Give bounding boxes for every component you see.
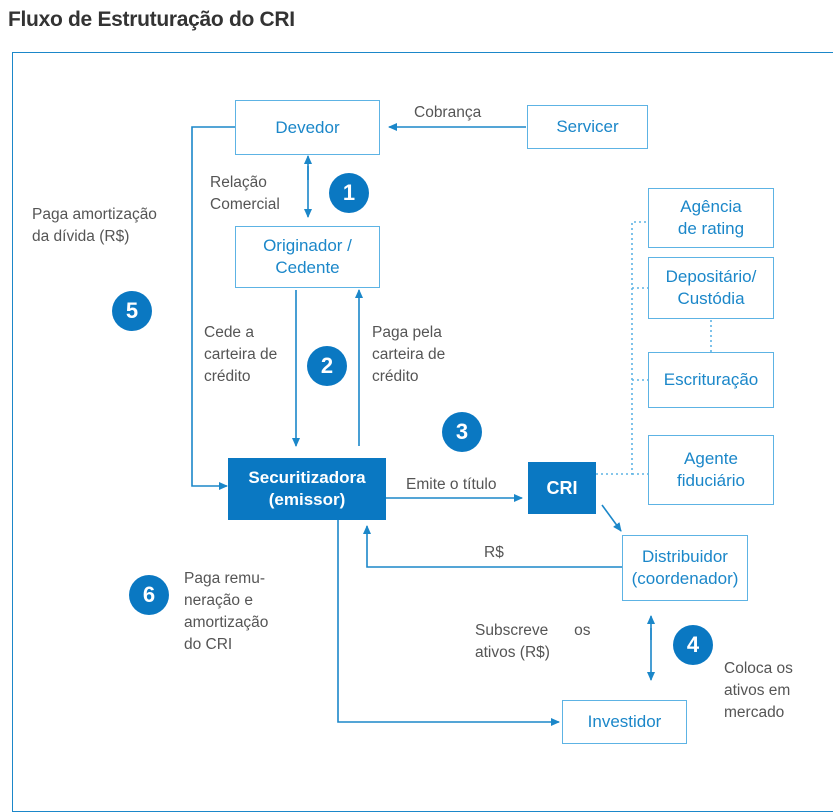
node-originador-label: Originador / Cedente xyxy=(263,236,352,277)
arrow-remuneracao-investidor xyxy=(337,520,560,726)
step-badge-1: 1 xyxy=(329,173,369,213)
diagram-title: Fluxo de Estruturação do CRI xyxy=(8,8,295,31)
node-depositario-label: Depositário/ Custódia xyxy=(665,267,757,308)
label-relacao-comercial: Relação Comercial xyxy=(210,174,280,213)
node-agencia-label: Agência de rating xyxy=(677,197,745,238)
label-rs: R$ xyxy=(484,544,504,561)
node-distribuidor: Distribuidor (coordenador) xyxy=(622,535,748,601)
node-distribuidor-label: Distribuidor (coordenador) xyxy=(631,547,739,588)
node-originador: Originador / Cedente xyxy=(235,226,380,288)
arrow-paga-amortizacao xyxy=(191,126,236,490)
node-securitizadora: Securitizadora (emissor) xyxy=(228,458,386,520)
label-cobranca: Cobrança xyxy=(414,104,482,121)
node-investidor: Investidor xyxy=(562,700,687,744)
step-badge-3: 3 xyxy=(442,412,482,452)
label-coloca-ativos: Coloca os ativos em mercado xyxy=(724,660,793,721)
arrow-rs-retorno xyxy=(363,525,622,568)
label-paga-remuneracao: Paga remu- neração e amortização do CRI xyxy=(184,570,269,653)
node-cri-label: CRI xyxy=(546,478,578,498)
node-devedor: Devedor xyxy=(235,100,380,155)
node-investidor-label: Investidor xyxy=(587,712,662,731)
step-badge-6: 6 xyxy=(129,575,169,615)
step-badge-4: 4 xyxy=(673,625,713,665)
dotted-service-bus xyxy=(596,221,648,475)
node-escrituracao: Escrituração xyxy=(648,352,774,408)
node-securitizadora-label: Securitizadora (emissor) xyxy=(248,468,366,509)
node-agente-fiduciario: Agente fiduciário xyxy=(648,435,774,505)
node-cri: CRI xyxy=(528,462,596,514)
node-agente-label: Agente fiduciário xyxy=(676,449,746,490)
node-depositario: Depositário/ Custódia xyxy=(648,257,774,319)
node-devedor-label: Devedor xyxy=(275,117,340,137)
label-emite-titulo: Emite o título xyxy=(406,476,497,493)
connector-lines xyxy=(191,123,712,726)
arrow-cri-distribuidor xyxy=(601,504,622,532)
node-servicer-label: Servicer xyxy=(556,117,619,136)
node-escrituracao-label: Escrituração xyxy=(663,370,759,389)
label-paga-amortizacao: Paga amortização da dívida (R$) xyxy=(32,206,157,245)
node-servicer: Servicer xyxy=(527,105,648,149)
step-badge-5: 5 xyxy=(112,291,152,331)
label-subscreve: Subscreve os ativos (R$) xyxy=(475,622,591,661)
step-badge-2: 2 xyxy=(307,346,347,386)
label-cede-carteira: Cede a carteira de crédito xyxy=(204,324,278,385)
node-agencia-rating: Agência de rating xyxy=(648,188,774,248)
label-paga-carteira: Paga pela carteira de crédito xyxy=(372,324,446,385)
